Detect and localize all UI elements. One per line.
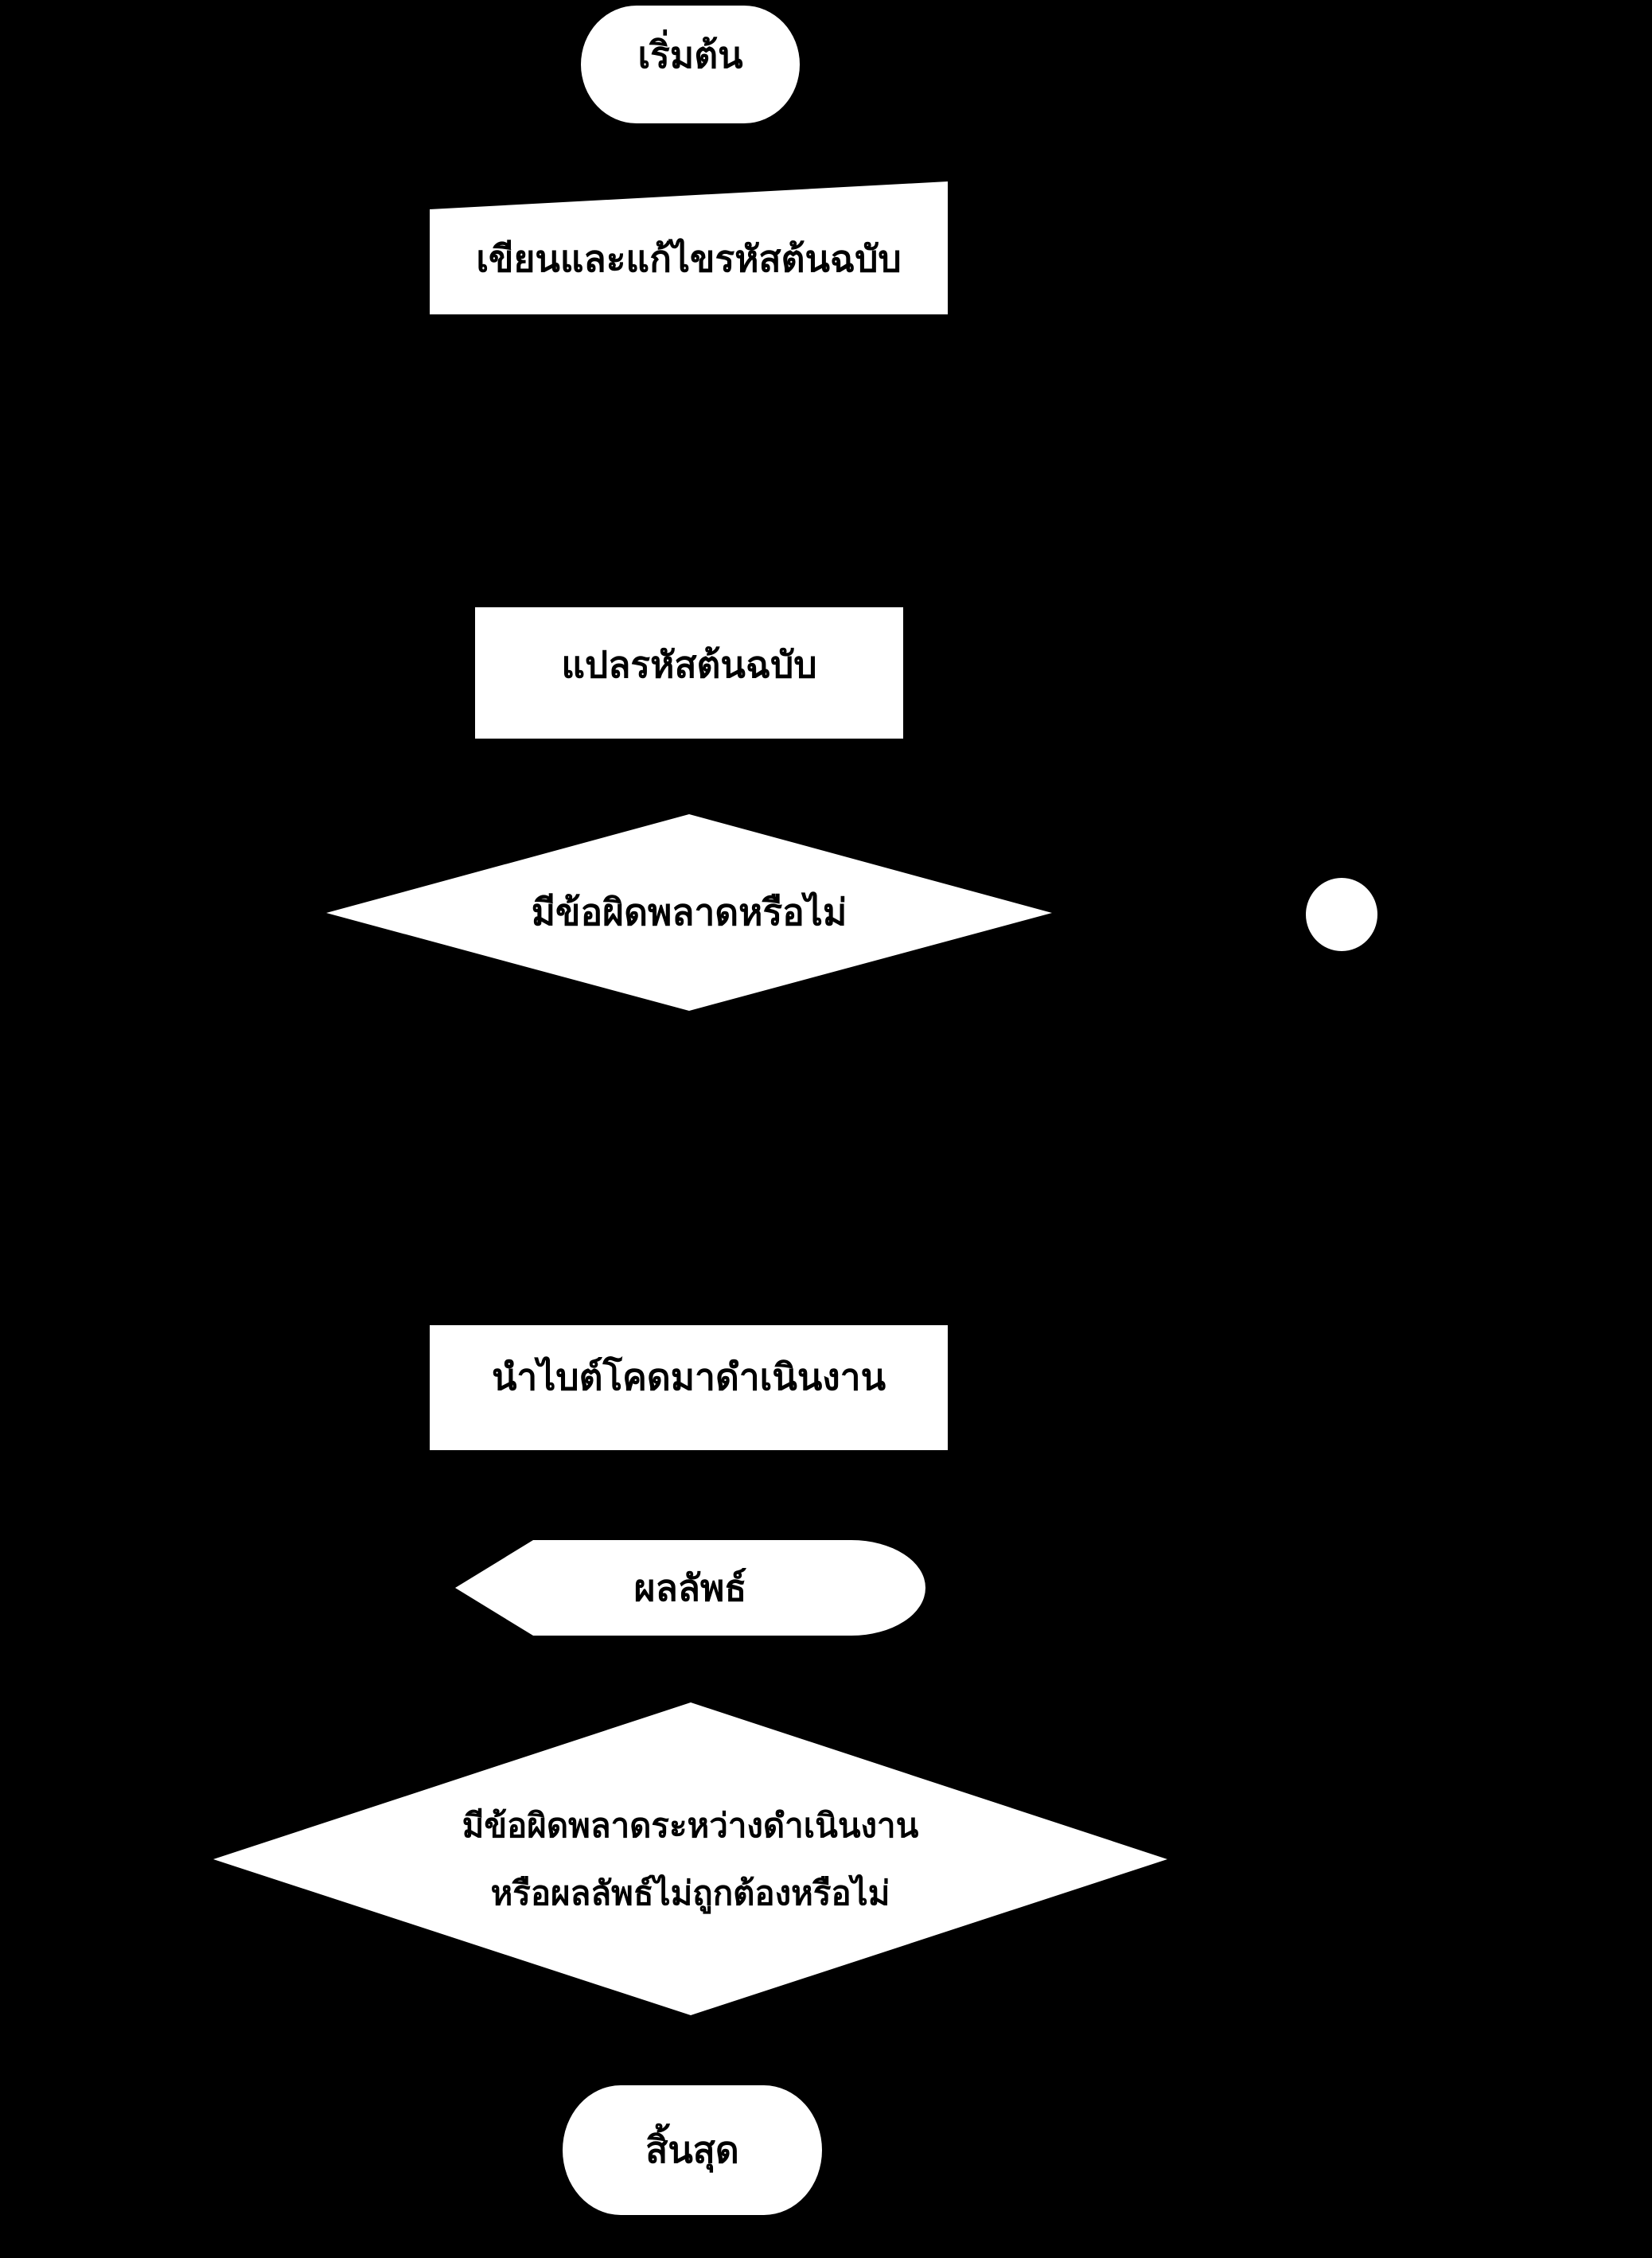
start-terminal-shape (581, 6, 800, 123)
check-runtime-label-line-2: หรือผลลัพธ์ไม่ถูกต้องหรือไม่ (490, 1873, 890, 1913)
end-terminal: สิ้นสุด (563, 2085, 822, 2215)
connector-circle (1306, 878, 1377, 951)
run-bytecode-process: นำไบต์โคดมาดำเนินงาน (430, 1325, 948, 1429)
check-runtime-decision: มีข้อผิดพลาดระหว่างดำเนินงาน หรือผลลัพธ์… (213, 1702, 1167, 2015)
check-runtime-decision-shape (213, 1702, 1167, 2015)
check-errors-decision-shape (326, 814, 1052, 1011)
connector-circle-shape (1306, 878, 1377, 951)
output-label: ผลลัพธ์ (633, 1566, 747, 1609)
run-bytecode-process-shape (430, 1325, 948, 1450)
write-code-manual-input: เขียนและแก้ไขรหัสต้นฉบับ (430, 203, 948, 314)
compile-process-shape (475, 607, 903, 739)
end-label: สิ้นสุด (645, 2128, 739, 2171)
check-errors-label: มีข้อผิดพลาดหรือไม่ (531, 891, 847, 934)
output-display: ผลลัพธ์ (455, 1540, 925, 1636)
start-label: เริ่มต้น (637, 33, 743, 76)
output-display-shape (455, 1540, 925, 1636)
compile-process: แปลรหัสต้นฉบับ (475, 607, 903, 723)
start-terminal: เริ่มต้น (581, 6, 800, 105)
write-code-label: เขียนและแก้ไขรหัสต้นฉบับ (476, 236, 902, 280)
check-runtime-label-line-1: มีข้อผิดพลาดระหว่างดำเนินงาน (462, 1805, 919, 1845)
write-code-manual-input-shape (430, 181, 948, 314)
end-terminal-shape (563, 2085, 822, 2215)
compile-label: แปลรหัสต้นฉบับ (561, 643, 817, 686)
run-bytecode-label: นำไบต์โคดมาดำเนินงาน (491, 1355, 886, 1398)
check-errors-decision: มีข้อผิดพลาดหรือไม่ (326, 814, 1052, 1011)
